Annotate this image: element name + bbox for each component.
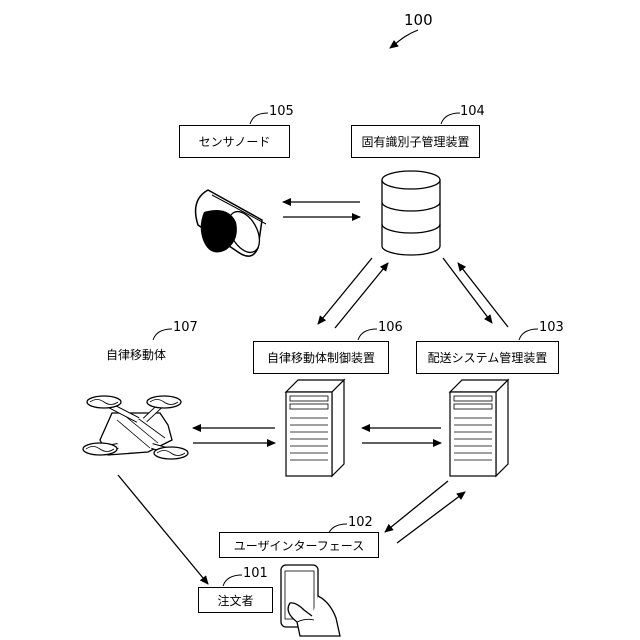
arrow-controller-to-idmgr [335, 263, 388, 328]
orderer-box: 注文者 [198, 587, 273, 613]
leader-107 [153, 329, 172, 340]
orderer-label: 注文者 [217, 592, 253, 609]
controller-server-illustration [286, 380, 344, 476]
delivery-mgmt-label: 配送システム管理装置 [428, 349, 548, 366]
database-cylinder-illustration [382, 171, 440, 255]
leader-103 [519, 329, 538, 340]
sensor-node-label: センサノード [199, 133, 271, 150]
figure-ref-arrow [390, 30, 418, 48]
drone-label: 自律移動体 [106, 346, 166, 363]
ui-box: ユーザインターフェース [219, 532, 379, 558]
arrow-ui-to-delivery [397, 492, 465, 543]
ref-label-sensor-node: 105 [269, 104, 294, 119]
sensor-node-box: センサノード [179, 125, 290, 158]
ref-label-ui: 102 [348, 515, 373, 530]
drone-illustration [83, 396, 188, 459]
figure-ref-label: 100 [404, 11, 433, 29]
ref-label-orderer: 101 [243, 566, 268, 581]
ref-label-delivery-mgmt: 103 [539, 320, 564, 335]
sensor-node-illustration [196, 190, 266, 258]
ref-label-id-manager: 104 [460, 104, 485, 119]
smartphone-hand-illustration [281, 565, 340, 636]
delivery-mgmt-box: 配送システム管理装置 [416, 341, 559, 374]
leader-104 [441, 113, 460, 124]
leader-101 [223, 575, 242, 586]
ref-label-controller: 106 [378, 320, 403, 335]
ui-label: ユーザインターフェース [234, 537, 364, 554]
id-manager-box: 固有識別子管理装置 [351, 125, 480, 158]
controller-box: 自律移動体制御装置 [253, 341, 389, 374]
controller-label: 自律移動体制御装置 [267, 349, 375, 366]
leader-105 [250, 113, 268, 124]
arrow-drone-to-orderer [118, 475, 208, 584]
arrow-idmgr-to-delivery [443, 258, 492, 323]
leader-106 [358, 329, 377, 340]
delivery-server-illustration [450, 380, 508, 476]
arrow-delivery-to-ui [385, 481, 448, 532]
arrow-delivery-to-idmgr [458, 263, 508, 327]
arrow-idmgr-to-controller [318, 258, 372, 324]
ref-label-drone: 107 [173, 320, 198, 335]
id-manager-label: 固有識別子管理装置 [361, 133, 469, 150]
